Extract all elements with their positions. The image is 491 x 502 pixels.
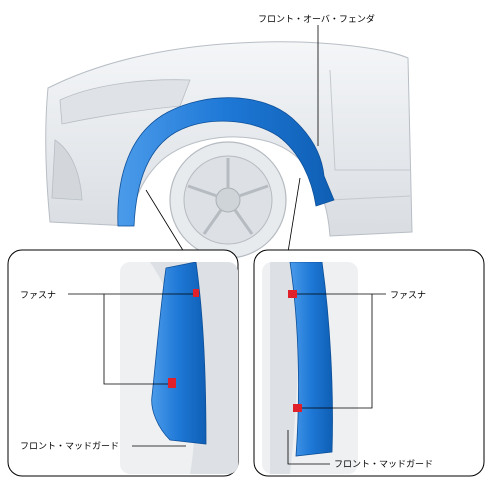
left-fastener-leader-2 bbox=[103, 294, 168, 385]
car-illustration bbox=[45, 41, 413, 259]
front-over-fender bbox=[117, 97, 335, 227]
top-part-label: フロント・オーバ・フェンダ bbox=[258, 13, 375, 25]
headlight bbox=[59, 79, 191, 125]
right-detail-panel: ファスナ フロント・マッドガード bbox=[253, 249, 485, 477]
left-mudguard-label: フロント・マッドガード bbox=[20, 441, 119, 452]
wheel bbox=[169, 141, 287, 259]
left-fastener-top bbox=[193, 289, 199, 297]
left-fastener-bottom bbox=[168, 378, 176, 388]
sill-line bbox=[329, 195, 411, 201]
right-fastener-label: ファスナ bbox=[390, 290, 426, 301]
right-detail-connector bbox=[287, 177, 301, 253]
grille bbox=[51, 139, 83, 201]
right-mudguard-label: フロント・マッドガード bbox=[334, 459, 433, 470]
left-mudguard-part bbox=[151, 262, 207, 445]
door-line bbox=[329, 69, 410, 171]
left-fastener-label: ファスナ bbox=[20, 290, 56, 301]
right-fastener-leader-2 bbox=[302, 294, 373, 409]
right-fastener-top bbox=[288, 290, 297, 298]
right-fastener-bottom bbox=[293, 404, 302, 412]
left-detail-connector bbox=[145, 189, 185, 253]
left-detail-panel: ファスナ フロント・マッドガード bbox=[7, 249, 239, 477]
right-mudguard-leader bbox=[287, 430, 330, 465]
